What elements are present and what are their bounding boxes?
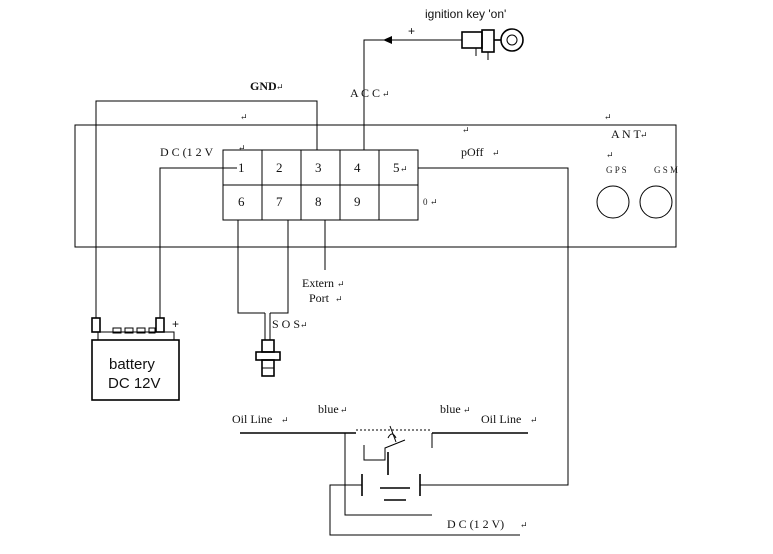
para-mark: ↵ bbox=[238, 143, 246, 153]
acc-wire bbox=[363, 39, 383, 150]
ant-label: A N T bbox=[611, 127, 641, 141]
pin-7: 7 bbox=[276, 194, 283, 209]
para-mark: ↵ bbox=[520, 520, 528, 530]
oil-line-left-label: Oil Line bbox=[232, 412, 272, 426]
para-mark: ↵ bbox=[337, 279, 345, 289]
port-label: Port bbox=[309, 291, 330, 305]
gnd-wire bbox=[95, 100, 318, 318]
pin-6: 6 bbox=[238, 194, 245, 209]
para-mark: ↵ bbox=[640, 130, 648, 140]
gsm-antenna bbox=[639, 185, 673, 219]
para-mark: ↵ bbox=[492, 148, 500, 158]
dc12v-label: D C (1 2 V bbox=[160, 145, 213, 159]
extern-label: Extern bbox=[302, 276, 334, 290]
pin-2: 2 bbox=[276, 160, 283, 175]
poff-label: pOff bbox=[461, 145, 483, 159]
dc12v-wire bbox=[159, 167, 237, 318]
pin-1: 1 bbox=[238, 160, 245, 175]
gnd-label: GND bbox=[250, 79, 277, 93]
para-mark: ↵ bbox=[462, 125, 470, 135]
para-mark: ↵ bbox=[606, 150, 614, 160]
para-mark: ↵ bbox=[430, 197, 438, 207]
connector-block: 1 2 3 4 5 6 7 8 9 bbox=[222, 149, 419, 221]
pin-4: 4 bbox=[354, 160, 361, 175]
para-mark: ↵ bbox=[240, 112, 248, 122]
sos-button-icon bbox=[255, 339, 281, 377]
para-mark: ↵ bbox=[382, 89, 390, 99]
oil-line-right-label: Oil Line bbox=[481, 412, 521, 426]
battery-label: battery bbox=[109, 356, 155, 373]
pin-5: 5 bbox=[393, 160, 400, 175]
gsm-label: G S M bbox=[654, 165, 678, 175]
battery-plus: + bbox=[172, 317, 179, 331]
ignition-plus: + bbox=[408, 24, 415, 38]
battery-icon: battery DC 12V + bbox=[91, 317, 180, 401]
poff-wire bbox=[418, 167, 569, 486]
sos-wire-a bbox=[237, 220, 265, 314]
sos-wire-b bbox=[270, 220, 289, 314]
device-box bbox=[74, 124, 677, 248]
para-mark: ↵ bbox=[530, 415, 538, 425]
pin-3: 3 bbox=[315, 160, 322, 175]
blue-left-label: blue bbox=[318, 402, 339, 416]
pin-8: 8 bbox=[315, 194, 322, 209]
para-mark: ↵ bbox=[335, 294, 343, 304]
para-mark: ↵ bbox=[340, 405, 348, 415]
ignition-arrowhead bbox=[383, 36, 392, 44]
para-mark: ↵ bbox=[281, 415, 289, 425]
para-mark: ↵ bbox=[300, 320, 308, 330]
ignition-label: ignition key 'on' bbox=[425, 7, 506, 21]
gps-antenna bbox=[596, 185, 630, 219]
para-mark: ↵ bbox=[604, 112, 612, 122]
dc12v-bottom-label: D C (1 2 V) bbox=[447, 517, 504, 531]
para-mark: ↵ bbox=[463, 405, 471, 415]
acc-label: A C C bbox=[350, 86, 380, 100]
battery-voltage: DC 12V bbox=[108, 375, 161, 392]
relay-icon bbox=[329, 425, 435, 536]
para-mark: ↵ bbox=[400, 164, 408, 174]
sos-label: S O S bbox=[272, 317, 300, 331]
ignition-key-icon bbox=[461, 28, 524, 60]
gps-label: G P S bbox=[606, 165, 627, 175]
blue-right-label: blue bbox=[440, 402, 461, 416]
pin-9: 9 bbox=[354, 194, 361, 209]
para-mark: ↵ bbox=[276, 82, 284, 92]
zero-label: 0 bbox=[423, 197, 428, 207]
